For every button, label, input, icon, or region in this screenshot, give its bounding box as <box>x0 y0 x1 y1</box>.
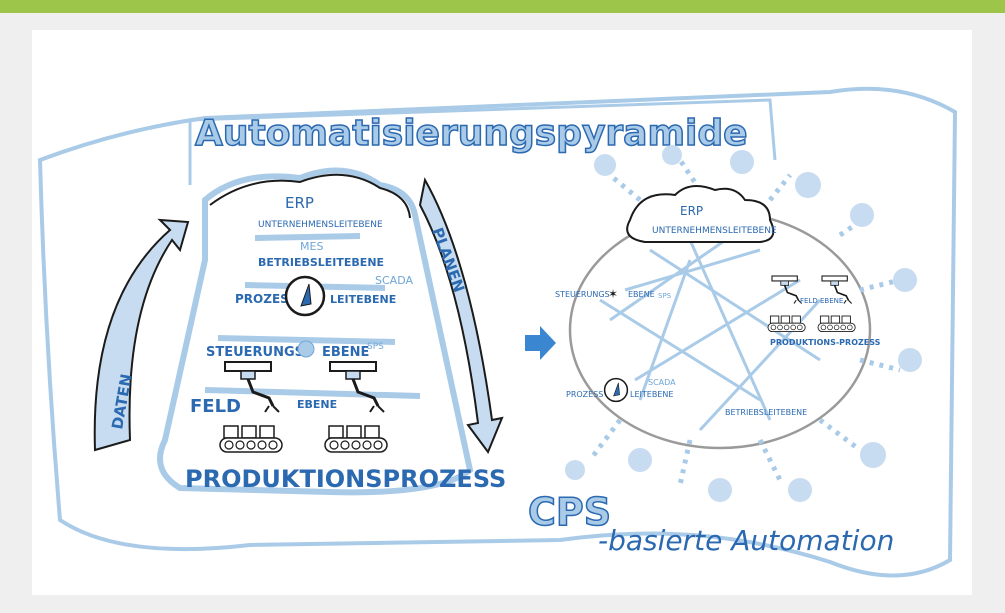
banner-title: Automatisierungspyramide <box>195 113 748 154</box>
pyramid-produktionsprozess: PRODUKTIONSPROZESS <box>185 465 506 493</box>
pyramid-feld: FELD <box>190 396 241 417</box>
cps-title-tail: -basierte Automation <box>598 524 894 557</box>
cps-sps: SPS <box>658 292 672 300</box>
conveyor-belt-icon <box>817 315 856 333</box>
star-node-icon <box>297 340 315 358</box>
conveyor-belt-icon <box>767 315 806 333</box>
cloud-icon <box>626 185 775 243</box>
cps-erp: ERP <box>680 204 703 218</box>
cps-feld-ebene: FELD EBENE <box>800 297 843 305</box>
cps-betriebsleitebene: BETRIEBSLEITEBENE <box>725 408 807 417</box>
pyramid-unternehmensleitebene: UNTERNEHMENSLEITEBENE <box>258 220 383 230</box>
cps-scada: SCADA <box>648 378 676 387</box>
cps-unternehmensleitebene: UNTERNEHMENSLEITEBENE <box>652 226 777 236</box>
pyramid-steuerungs: STEUERUNGS <box>206 345 304 360</box>
conveyor-belt-icon <box>324 425 388 453</box>
cps-prozess: PROZESS <box>566 390 603 399</box>
automation-pyramid: ERP UNTERNEHMENSLEITEBENE MES BETRIEBSLE… <box>157 167 506 496</box>
conveyor-belt-icon <box>219 425 283 453</box>
robot-arm-icon <box>771 275 803 305</box>
pyramid-mes: MES <box>300 240 323 253</box>
cps-ebene: EBENE <box>628 290 655 299</box>
pyramid-leitebene: LEITEBENE <box>330 293 396 306</box>
pyramid-prozess: PROZESS <box>235 292 297 306</box>
pyramid-feld-ebene: EBENE <box>297 398 337 411</box>
cps-title-big: CPS <box>528 490 611 534</box>
cps-produktions-prozess: PRODUKTIONS-PROZESS <box>770 338 881 347</box>
compass-icon <box>284 275 326 317</box>
transition-arrow-icon <box>525 326 556 360</box>
pyramid-ebene: EBENE <box>322 345 369 360</box>
cps-leitebene: LEITEBENE <box>630 390 673 399</box>
pyramid-scada: SCADA <box>375 274 413 287</box>
outer-banner-frame <box>37 86 958 578</box>
pyramid-sps: SPS <box>367 342 384 352</box>
cps-network: ERP UNTERNEHMENSLEITEBENE STEUERUNGS EBE… <box>555 145 922 502</box>
planen-label: PLANEN <box>428 225 468 295</box>
star-node-icon: ✶ <box>608 287 618 301</box>
pyramid-betriebsleitebene: BETRIEBSLEITEBENE <box>258 256 384 269</box>
compass-icon <box>603 377 629 403</box>
pyramid-erp: ERP <box>285 194 314 212</box>
cps-steuerungs: STEUERUNGS <box>555 290 610 299</box>
accent-top-bar <box>0 0 1005 13</box>
